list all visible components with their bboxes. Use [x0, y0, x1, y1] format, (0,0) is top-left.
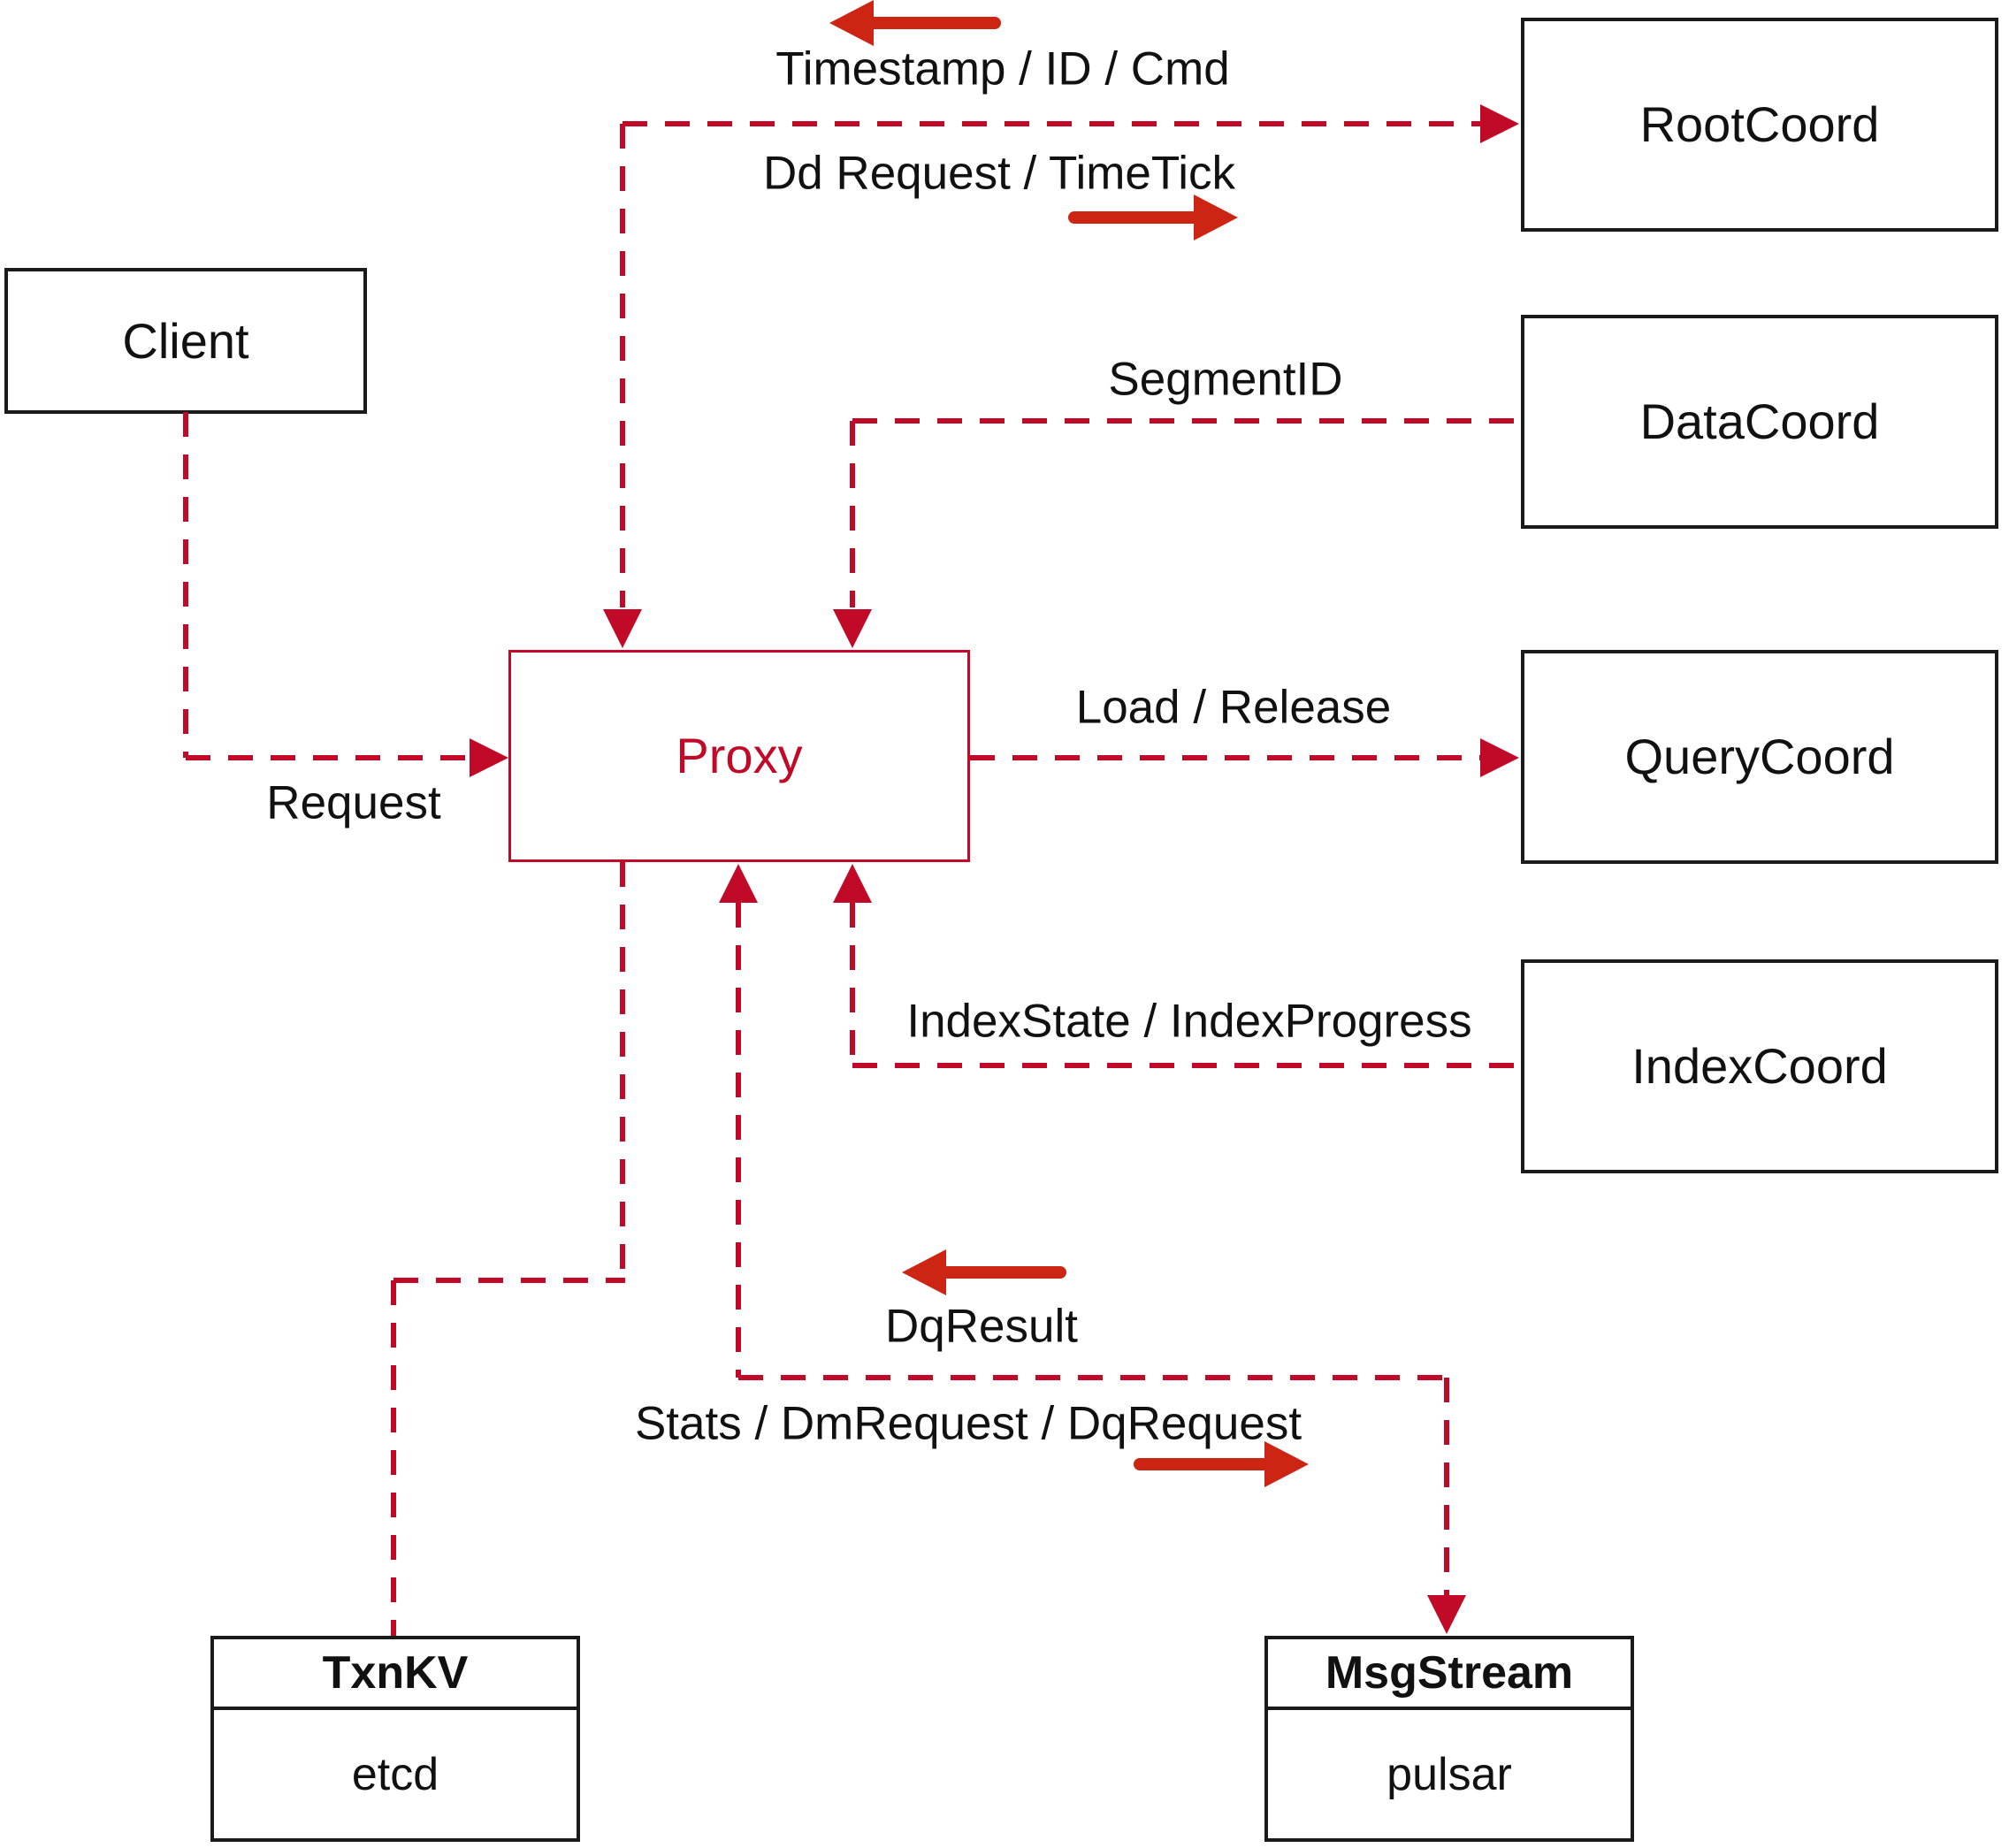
proxy-label: Proxy	[676, 728, 803, 783]
edge-label-stats-dmrequest-dqrequest: Stats / DmRequest / DqRequest	[634, 1397, 1302, 1450]
arrowhead-into-proxy-left-icon	[470, 738, 508, 777]
proxy-rootcoord-line-horizontal	[623, 121, 1480, 126]
dqresult-direction-arrow-left-icon	[902, 1249, 1066, 1295]
proxy-txnkv-line-vertical-upper	[620, 862, 625, 1280]
arrowhead-into-rootcoord-icon	[1480, 104, 1519, 143]
arrowhead-into-proxy-bottom-middle-icon	[719, 864, 758, 903]
indexcoord-label: IndexCoord	[1631, 1038, 1888, 1094]
timestamp-direction-arrow-left-icon	[829, 0, 1001, 46]
stats-direction-arrow-right-icon	[1134, 1441, 1309, 1487]
arrowhead-into-msgstream-icon	[1427, 1595, 1466, 1634]
node-rootcoord: RootCoord	[1521, 18, 1998, 232]
node-proxy: Proxy	[508, 650, 970, 862]
node-txnkv: TxnKV etcd	[210, 1636, 580, 1842]
txnkv-title: TxnKV	[214, 1639, 577, 1710]
edge-label-segmentid: SegmentID	[1108, 353, 1343, 406]
proxy-msgstream-line-horizontal	[738, 1375, 1447, 1380]
node-client: Client	[4, 268, 367, 414]
edge-label-load-release: Load / Release	[1075, 681, 1392, 734]
rootcoord-label: RootCoord	[1639, 96, 1880, 152]
client-proxy-line-horizontal	[186, 755, 470, 760]
proxy-rootcoord-line-vertical	[620, 124, 625, 607]
datacoord-label: DataCoord	[1639, 393, 1880, 449]
proxy-msgstream-line-vertical-upper	[736, 903, 741, 1378]
node-datacoord: DataCoord	[1521, 315, 1998, 529]
arrowhead-into-proxy-bottom-right-icon	[833, 864, 872, 903]
arrowhead-into-proxy-top-left-icon	[603, 609, 642, 648]
indexcoord-proxy-line-vertical	[850, 903, 855, 1065]
edge-label-request: Request	[266, 776, 441, 829]
edge-label-timestamp-id-cmd: Timestamp / ID / Cmd	[775, 42, 1230, 95]
datacoord-proxy-line-horizontal	[852, 418, 1521, 424]
querycoord-label: QueryCoord	[1624, 729, 1895, 784]
txnkv-sublabel: etcd	[351, 1748, 439, 1800]
arrowhead-into-proxy-top-right-icon	[833, 609, 872, 648]
client-label: Client	[122, 312, 249, 369]
edge-label-indexstate: IndexState / IndexProgress	[906, 995, 1472, 1048]
node-indexcoord: IndexCoord	[1521, 959, 1998, 1173]
indexcoord-proxy-line-horizontal	[852, 1063, 1521, 1068]
datacoord-proxy-line-vertical	[850, 421, 855, 607]
client-proxy-line-vertical	[183, 412, 188, 758]
dd-request-direction-arrow-right-icon	[1068, 195, 1238, 241]
proxy-txnkv-line-horizontal	[393, 1278, 625, 1283]
node-msgstream: MsgStream pulsar	[1264, 1636, 1634, 1842]
edge-label-dqresult: DqResult	[885, 1300, 1078, 1353]
proxy-txnkv-line-vertical-lower	[391, 1280, 396, 1636]
msgstream-title: MsgStream	[1268, 1639, 1631, 1710]
arrowhead-into-querycoord-icon	[1480, 738, 1519, 777]
edge-label-dd-request-timetick: Dd Request / TimeTick	[762, 147, 1236, 200]
proxy-querycoord-line-horizontal	[970, 755, 1480, 760]
msgstream-sublabel: pulsar	[1386, 1748, 1512, 1800]
node-querycoord: QueryCoord	[1521, 650, 1998, 864]
proxy-msgstream-line-vertical-lower	[1444, 1378, 1449, 1595]
